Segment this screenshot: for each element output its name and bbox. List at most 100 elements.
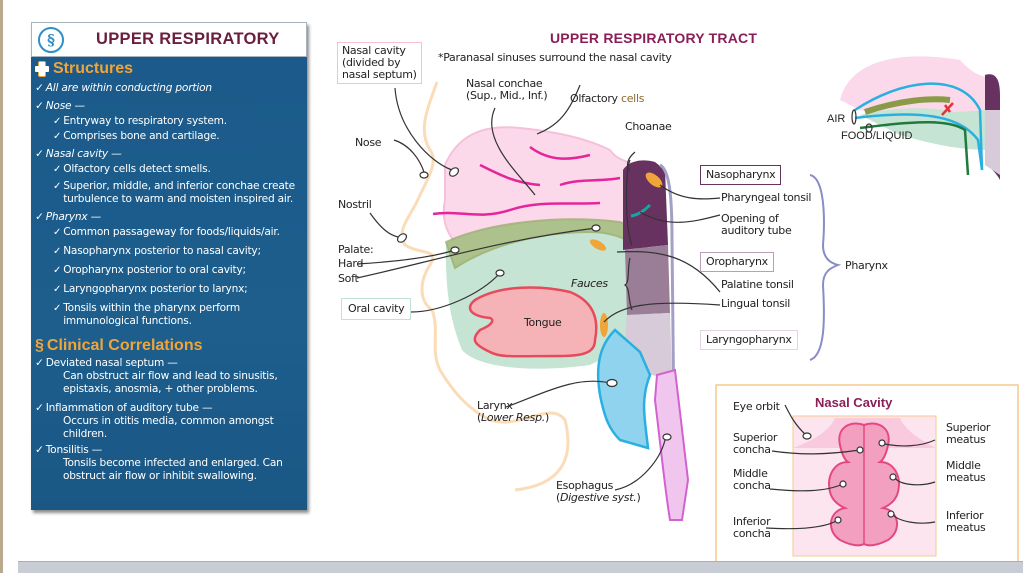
- concha-line: [432, 201, 601, 216]
- check-icon: ✓: [53, 265, 62, 276]
- food-marker: [865, 123, 873, 133]
- palate-label: Palate:: [338, 243, 374, 256]
- label-line: Superior: [733, 431, 778, 444]
- structures-heading: Structures: [35, 59, 303, 78]
- summary-panel: § UPPER RESPIRATORY Structures ✓All are …: [31, 22, 307, 510]
- pharynx-wall: [659, 163, 677, 521]
- check-icon: ✓: [53, 227, 62, 238]
- item-text: Nasal cavity —: [45, 148, 122, 160]
- larynx-region: [596, 328, 652, 450]
- esophagus-region: [653, 368, 690, 521]
- diagram-title: UPPER RESPIRATORY TRACT: [550, 30, 758, 46]
- list-item: ✓All are within conducting portion: [35, 82, 303, 95]
- clinical-heading-text: Clinical Correlations: [46, 337, 203, 354]
- label-line: Digestive syst.: [560, 491, 637, 504]
- check-icon: ✓: [53, 131, 62, 142]
- item-text: All are within conducting portion: [45, 82, 212, 94]
- hard-palate-label: Hard: [338, 257, 364, 270]
- list-item: ✓Deviated nasal septum —: [35, 357, 303, 370]
- soft-palate-label: Soft: [338, 272, 359, 285]
- fauces-label: Fauces: [571, 277, 608, 290]
- leader-lines: [356, 84, 721, 491]
- oropharynx-label: Oropharynx: [700, 252, 774, 272]
- caduceus-icon: §: [38, 26, 64, 53]
- nasal-cavity-label: Nasal cavity (divided by nasal septum): [337, 42, 422, 84]
- plus-icon: [35, 61, 49, 76]
- airflow-inset: [840, 56, 1000, 180]
- label-line: Nasal cavity: [342, 44, 406, 57]
- sub-item: ✓Superior, middle, and inferior conchae …: [35, 180, 303, 206]
- sub-item: ✓Entryway to respiratory system.: [35, 115, 303, 128]
- pharyngeal-tonsil: [645, 172, 663, 188]
- sub-item-text: Entryway to respiratory system.: [63, 115, 227, 127]
- palatine-tonsil-label: Palatine tonsil: [721, 278, 794, 291]
- sub-item: ✓Tonsils within the pharynx perform immu…: [35, 302, 303, 328]
- label-text: cells: [620, 92, 645, 105]
- structures-heading-text: Structures: [53, 60, 134, 77]
- clinical-heading: § Clinical Correlations: [35, 336, 303, 355]
- list-item: ✓Pharynx —: [35, 211, 303, 224]
- nasopharynx-label: Nasopharynx: [700, 165, 782, 185]
- label-line: meatus: [946, 471, 986, 484]
- oropharynx-region: [625, 245, 670, 315]
- item-text: Tonsilitis —: [45, 444, 103, 456]
- check-icon: ✓: [35, 100, 44, 112]
- label-line: meatus: [946, 433, 986, 446]
- check-icon: ✓: [35, 211, 44, 223]
- nasal-septum: [625, 159, 633, 246]
- sub-item-text: Tonsils within the pharynx perform immun…: [63, 302, 241, 327]
- tongue-region: [468, 286, 598, 358]
- panel-header: § UPPER RESPIRATORY: [31, 22, 307, 57]
- panel-title: UPPER RESPIRATORY: [96, 30, 280, 48]
- sub-item: ✓Oropharynx posterior to oral cavity;: [35, 264, 303, 277]
- caduceus-icon: §: [35, 337, 44, 354]
- label-line: Middle: [946, 459, 981, 472]
- sub-item: ✓Common passageway for foods/liquids/air…: [35, 226, 303, 239]
- label-line: (Sup., Mid., Inf.): [466, 89, 548, 102]
- label-text: Olfactory: [570, 92, 618, 105]
- food-liquid-label: FOOD/LIQUID: [841, 130, 913, 142]
- sub-item-text: Superior, middle, and inferior conchae c…: [63, 180, 295, 205]
- superior-meatus-label: Superior meatus: [946, 422, 990, 446]
- air-label: AIR: [827, 113, 846, 125]
- inferior-concha-label: Inferior concha: [733, 516, 771, 540]
- label-line: meatus: [946, 521, 986, 534]
- label-line: Inferior: [946, 509, 984, 522]
- check-icon: ✓: [35, 148, 44, 160]
- check-icon: ✓: [53, 246, 62, 257]
- pharynx-label: Pharynx: [845, 259, 888, 272]
- label-line: Opening of: [721, 212, 779, 225]
- choanae-label: Choanae: [625, 120, 672, 133]
- bottom-scrollbar[interactable]: [18, 561, 1023, 573]
- superior-concha-label: Superior concha: [733, 432, 777, 456]
- concha-line: [559, 176, 621, 187]
- middle-meatus-label: Middle meatus: [946, 459, 986, 484]
- sub-item-text: Common passageway for foods/liquids/air.: [63, 226, 280, 238]
- label-line: Inferior: [733, 515, 771, 528]
- air-marker: [851, 109, 857, 125]
- label-line: Larynx: [477, 399, 513, 412]
- label-line: concha: [733, 443, 771, 456]
- label-line: Lower Resp.: [481, 411, 545, 424]
- sub-item-text: Laryngopharynx posterior to larynx;: [63, 283, 248, 295]
- page-edge: [0, 0, 3, 573]
- lingual-tonsil: [600, 313, 608, 337]
- face-outline: [400, 81, 570, 492]
- sub-item-text: Nasopharynx posterior to nasal cavity;: [63, 245, 261, 257]
- item-text: Deviated nasal septum —: [45, 357, 178, 369]
- pharyngeal-tonsil-label: Pharyngeal tonsil: [721, 191, 812, 204]
- label-line: Esophagus: [556, 479, 614, 492]
- item-description: Occurs in otitis media, common amongst c…: [63, 415, 274, 440]
- check-icon: ✓: [35, 82, 44, 94]
- check-icon: ✓: [53, 116, 62, 127]
- check-icon: ✓: [53, 303, 62, 314]
- nose-label: Nose: [355, 136, 382, 149]
- check-icon: ✓: [35, 402, 44, 414]
- label-line: auditory tube: [721, 224, 792, 237]
- nasal-cavity-inset-title: Nasal Cavity: [815, 395, 893, 410]
- sub-item: ✓Comprises bone and cartilage.: [35, 130, 303, 143]
- lingual-tonsil-label: Lingual tonsil: [721, 297, 791, 310]
- item-description: Can obstruct air flow and lead to sinusi…: [63, 370, 278, 395]
- leader-endpoints: [396, 167, 672, 441]
- palatine-tonsil: [589, 239, 607, 251]
